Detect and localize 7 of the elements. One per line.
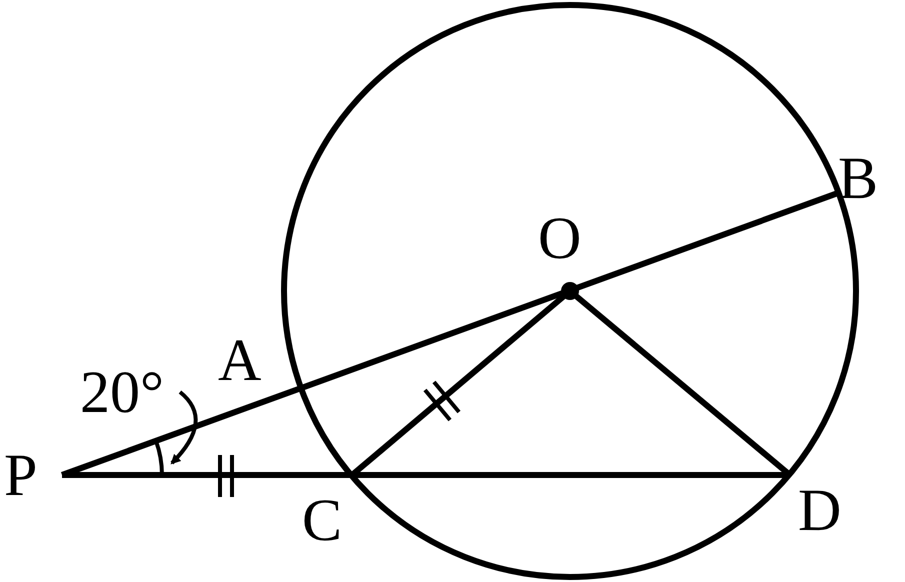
point-label: C <box>302 490 342 550</box>
angle-label: 20° <box>80 362 164 422</box>
point-label: O <box>538 208 582 268</box>
point-label: B <box>838 148 878 208</box>
point-label: A <box>218 330 262 390</box>
point-label: D <box>798 480 842 540</box>
point-label: P <box>4 445 38 505</box>
